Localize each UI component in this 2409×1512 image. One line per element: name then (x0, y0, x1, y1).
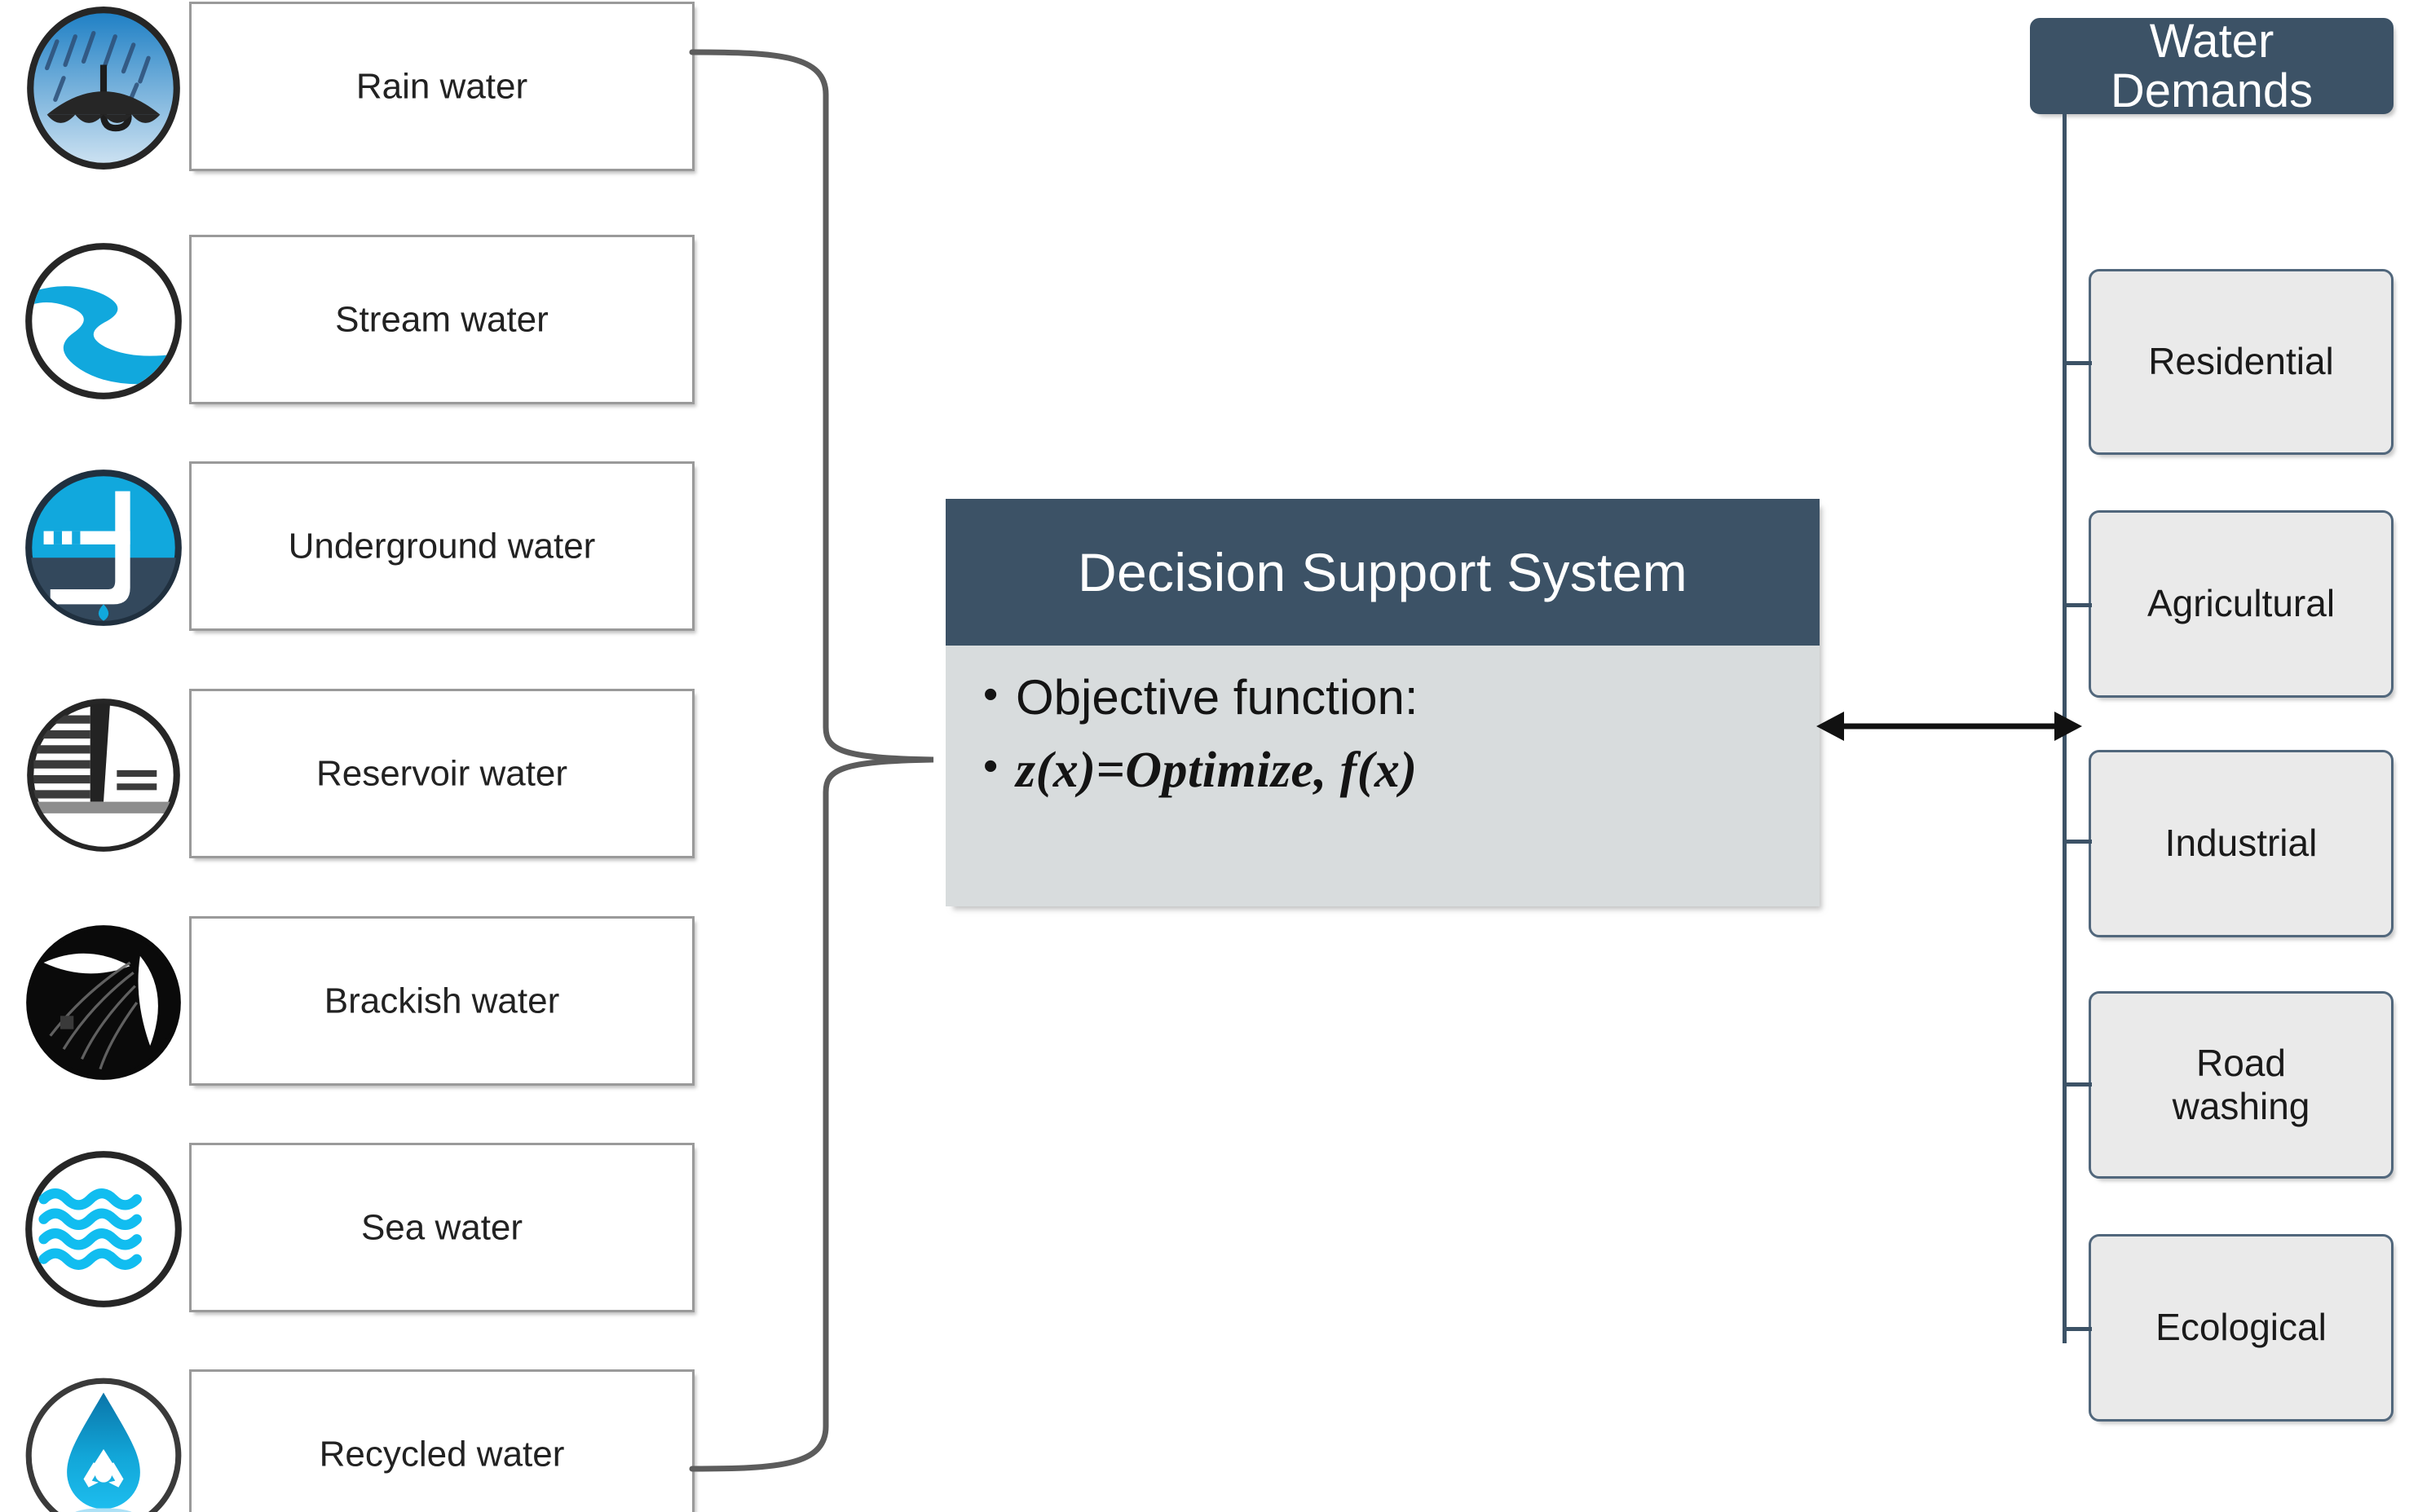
recycled-water-icon (18, 1373, 189, 1512)
demand-box-ecological[interactable]: Ecological (2089, 1234, 2394, 1422)
source-box[interactable]: Rain water (189, 2, 695, 171)
source-label: Reservoir water (315, 753, 568, 794)
source-box[interactable]: Underground water (189, 461, 695, 631)
dss-header: Decision Support System (946, 499, 1820, 646)
source-row-stream-water[interactable]: Stream water (0, 225, 717, 417)
bullet-glyph: • (983, 743, 999, 790)
source-row-reservoir-water[interactable]: Reservoir water (0, 679, 717, 871)
demand-box-road-washing[interactable]: Road washing (2089, 991, 2394, 1179)
rain-water-icon (18, 5, 189, 171)
decision-support-system-panel[interactable]: Decision Support System • Objective func… (946, 499, 1820, 906)
water-demands-header[interactable]: Water Demands (2030, 14, 2394, 117)
source-row-underground-water[interactable]: Underground water (0, 452, 717, 644)
demand-label: Agricultural (2146, 582, 2336, 625)
demand-stub-industrial (2063, 840, 2092, 844)
source-label: Sea water (360, 1207, 523, 1248)
dss-title: Decision Support System (1078, 542, 1688, 602)
water-demands-title-line2: Demands (2110, 64, 2314, 117)
demand-label: Road washing (2166, 1042, 2317, 1129)
left-brace-connector (689, 47, 950, 1474)
source-label: Brackish water (324, 981, 560, 1021)
water-demands-title-line1: Water (2149, 14, 2274, 68)
dss-bullet-item-formula: • z(x)=Optimize, f(x) (983, 740, 1820, 800)
source-box[interactable]: Recycled water (189, 1369, 695, 1512)
source-row-rain-water[interactable]: Rain water (0, 0, 717, 184)
demand-label: Ecological (2155, 1306, 2327, 1349)
source-label: Underground water (288, 526, 596, 566)
demand-label-line1: Road (2196, 1041, 2286, 1084)
source-row-recycled-water[interactable]: Recycled water (0, 1360, 717, 1512)
source-box[interactable]: Reservoir water (189, 689, 695, 858)
source-box[interactable]: Stream water (189, 235, 695, 404)
sea-water-icon (18, 1146, 189, 1312)
demand-stub-residential (2063, 361, 2092, 365)
demand-stub-ecological (2063, 1327, 2092, 1331)
bidirectional-arrow (1815, 690, 2084, 763)
source-box[interactable]: Brackish water (189, 916, 695, 1086)
reservoir-water-icon (18, 692, 189, 858)
source-box[interactable]: Sea water (189, 1143, 695, 1312)
demand-stub-agricultural (2063, 603, 2092, 607)
source-label: Rain water (355, 66, 528, 107)
demand-stub-road-washing (2063, 1082, 2092, 1087)
demand-box-industrial[interactable]: Industrial (2089, 750, 2394, 937)
dss-bullet-text: Objective function: (1016, 670, 1418, 725)
bullet-glyph: • (983, 671, 999, 718)
underground-water-icon (18, 465, 189, 631)
demand-box-residential[interactable]: Residential (2089, 269, 2394, 455)
brackish-water-icon (18, 919, 189, 1086)
dss-objective-formula: z(x)=Optimize, f(x) (1016, 743, 1418, 798)
demand-box-agricultural[interactable]: Agricultural (2089, 510, 2394, 698)
dss-body: • Objective function: • z(x)=Optimize, f… (946, 646, 1820, 906)
source-label: Stream water (335, 299, 549, 340)
source-label: Recycled water (319, 1434, 565, 1475)
demand-label: Industrial (2164, 822, 2318, 865)
dss-bullet-item-objective: • Objective function: (983, 668, 1820, 727)
source-row-brackish-water[interactable]: Brackish water (0, 906, 717, 1099)
stream-water-icon (18, 238, 189, 404)
demand-label-line2: washing (2172, 1085, 2310, 1127)
demand-label: Residential (2148, 340, 2334, 383)
source-row-sea-water[interactable]: Sea water (0, 1133, 717, 1325)
water-demands-title: Water Demands (2110, 14, 2314, 117)
